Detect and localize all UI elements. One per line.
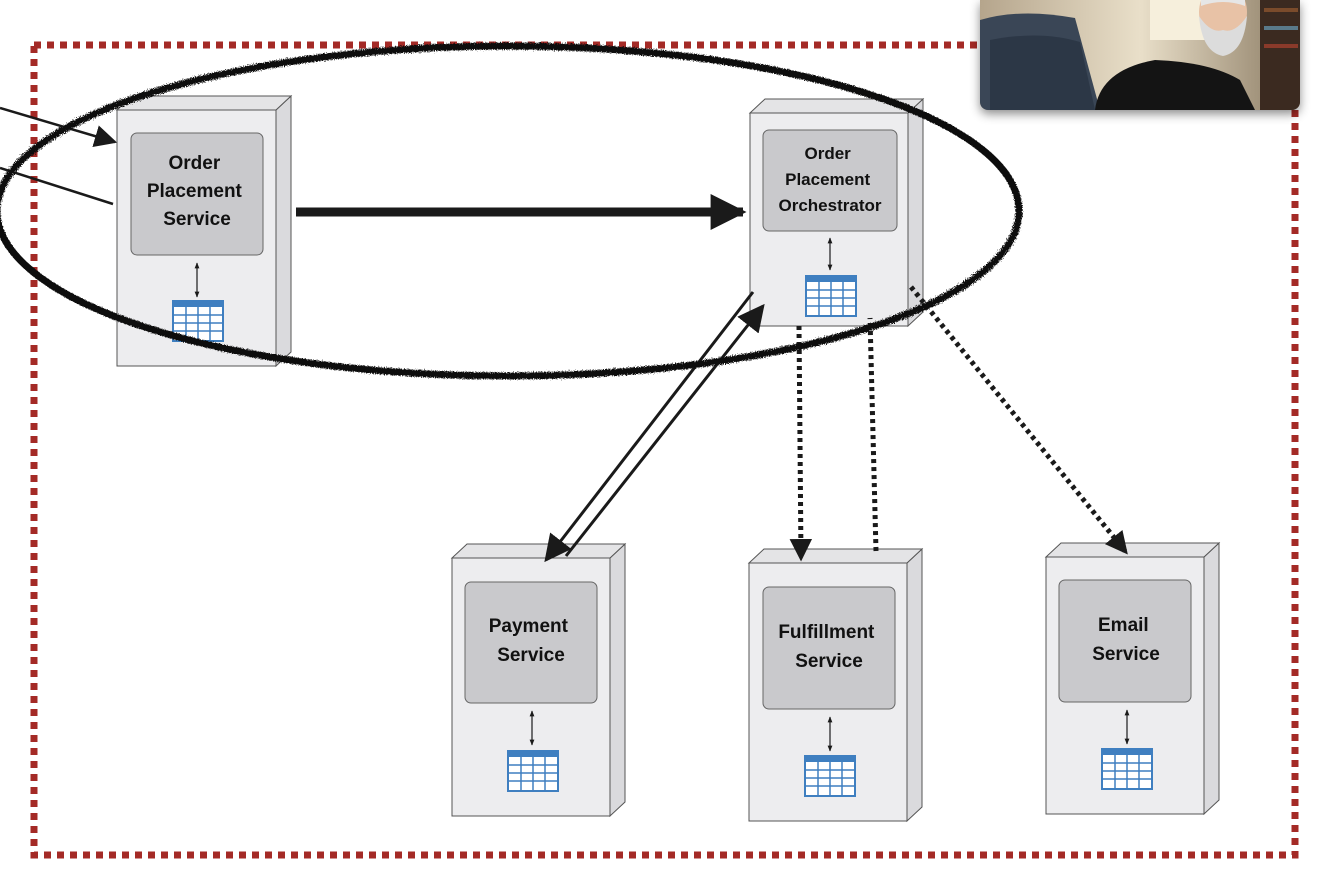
database-table-icon bbox=[1101, 748, 1153, 790]
service-panel bbox=[464, 581, 598, 704]
svg-text:Order Placement Se: Order Placement Service bbox=[147, 153, 247, 230]
service-name-line: Order bbox=[804, 144, 851, 163]
database-table-icon bbox=[507, 750, 559, 792]
highlight-ellipse bbox=[0, 42, 1023, 380]
service-name-line: Service bbox=[795, 651, 863, 672]
service-name-line: Email bbox=[1098, 615, 1149, 636]
order-placement-orchestrator: Order Placement Orchestrator bbox=[748, 97, 925, 328]
service-name-line: Order bbox=[168, 153, 220, 174]
service-name-line: Placement bbox=[147, 181, 243, 202]
presenter-video-inset bbox=[980, 0, 1300, 110]
fulfillment-to-orchestrator-line bbox=[867, 317, 879, 552]
service-name-line: Placement bbox=[785, 170, 870, 189]
order-placement-service: Order Placement Service bbox=[115, 94, 293, 368]
svg-text:Email Service: Email Service bbox=[1092, 615, 1160, 665]
service-name-line: Service bbox=[1092, 644, 1160, 665]
service-panel bbox=[130, 132, 264, 256]
service-panel bbox=[762, 586, 896, 710]
service-name-line: Service bbox=[163, 209, 231, 230]
svg-text:Fulfillment Service: Fulfillment Service bbox=[778, 622, 879, 672]
database-table-icon bbox=[805, 275, 857, 317]
service-panel bbox=[1058, 579, 1192, 703]
orchestrator-to-fulfillment-arrow bbox=[789, 325, 813, 562]
presenter-video-icon bbox=[980, 0, 1300, 110]
incoming-request-arrow bbox=[0, 106, 118, 148]
system-boundary bbox=[30, 41, 1299, 859]
database-table-icon bbox=[804, 755, 856, 797]
service-panel bbox=[762, 129, 898, 232]
payment-service: Payment Service bbox=[450, 542, 627, 818]
service-name-line: Orchestrator bbox=[779, 196, 882, 215]
service-name-line: Fulfillment bbox=[778, 622, 875, 643]
email-service: Email Service bbox=[1044, 541, 1221, 816]
svg-text:Order Placement Or: Order Placement Orchestrator bbox=[779, 144, 882, 215]
svg-text:Payment Service: Payment Service bbox=[489, 616, 573, 666]
incoming-response-line bbox=[0, 166, 114, 206]
orchestrator-to-email-arrow bbox=[909, 285, 1128, 555]
fulfillment-service: Fulfillment Service bbox=[747, 547, 924, 823]
payment-to-orchestrator-arrow bbox=[564, 303, 765, 557]
service-name-line: Service bbox=[497, 645, 565, 666]
service-name-line: Payment bbox=[489, 616, 569, 637]
orchestrator-to-payment-arrow bbox=[544, 291, 755, 563]
